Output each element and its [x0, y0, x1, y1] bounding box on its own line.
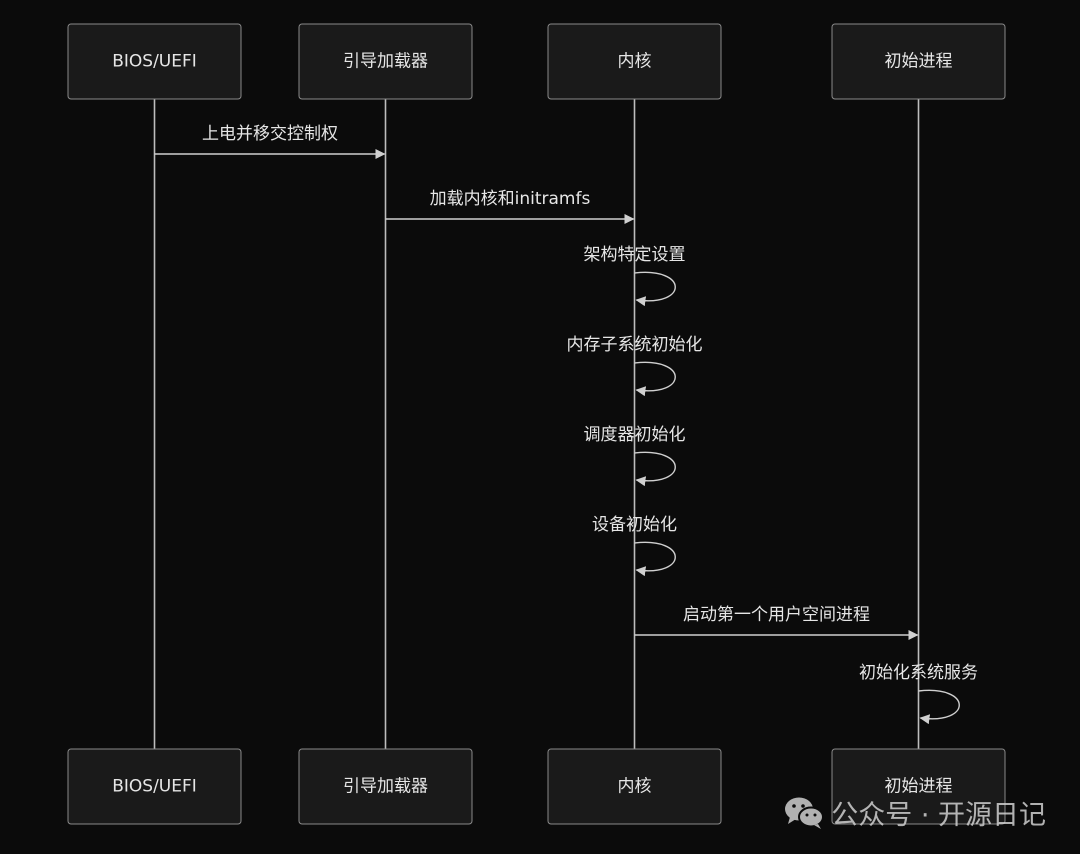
- actor-kernel-bottom: 内核: [547, 748, 722, 825]
- wechat-icon: [783, 795, 825, 831]
- message-7: 启动第一个用户空间进程: [634, 605, 919, 640]
- lifelines: [153, 99, 920, 749]
- actors-bottom: BIOS/UEFI 引导加载器 内核 初始进程: [67, 748, 1006, 825]
- actor-label: 初始进程: [885, 52, 953, 72]
- message-label: 初始化系统服务: [859, 663, 978, 683]
- self-message-arrow: [634, 541, 676, 577]
- message-8: 初始化系统服务: [859, 663, 978, 725]
- message-label: 调度器初始化: [584, 425, 686, 445]
- message-4: 内存子系统初始化: [567, 335, 703, 397]
- watermark-text: 公众号 · 开源日记: [831, 800, 1046, 831]
- actor-label: 引导加载器: [343, 52, 428, 72]
- self-message-arrow: [634, 361, 676, 397]
- actor-loader-top: 引导加载器: [298, 23, 473, 100]
- actor-bios-top: BIOS/UEFI: [67, 23, 242, 100]
- actor-label: BIOS/UEFI: [112, 777, 197, 797]
- actor-kernel-top: 内核: [547, 23, 722, 100]
- watermark: 公众号 · 开源日记: [783, 793, 1046, 832]
- actor-init-top: 初始进程: [831, 23, 1006, 100]
- message-5: 调度器初始化: [584, 425, 686, 487]
- message-label: 加载内核和initramfs: [430, 189, 591, 209]
- message-label: 启动第一个用户空间进程: [683, 605, 870, 625]
- actor-label: BIOS/UEFI: [112, 52, 197, 72]
- message-6: 设备初始化: [592, 515, 677, 577]
- actor-label: 初始进程: [885, 777, 953, 797]
- self-message-arrow: [918, 689, 960, 725]
- actor-label: 内核: [618, 777, 652, 797]
- actor-init-bottom: 初始进程: [831, 748, 1006, 825]
- message-label: 上电并移交控制权: [202, 124, 338, 144]
- message-label: 设备初始化: [592, 515, 677, 535]
- message-label: 内存子系统初始化: [567, 335, 703, 355]
- message-2: 加载内核和initramfs: [385, 189, 635, 224]
- actor-label: 内核: [618, 52, 652, 72]
- actor-bios-bottom: BIOS/UEFI: [67, 748, 242, 825]
- message-label: 架构特定设置: [584, 245, 686, 265]
- actor-loader-bottom: 引导加载器: [298, 748, 473, 825]
- actor-label: 引导加载器: [343, 777, 428, 797]
- self-message-arrow: [634, 271, 676, 307]
- actors-top: BIOS/UEFI 引导加载器 内核 初始进程: [67, 23, 1006, 100]
- self-message-arrow: [634, 451, 676, 487]
- message-1: 上电并移交控制权: [154, 124, 386, 159]
- message-3: 架构特定设置: [584, 245, 686, 307]
